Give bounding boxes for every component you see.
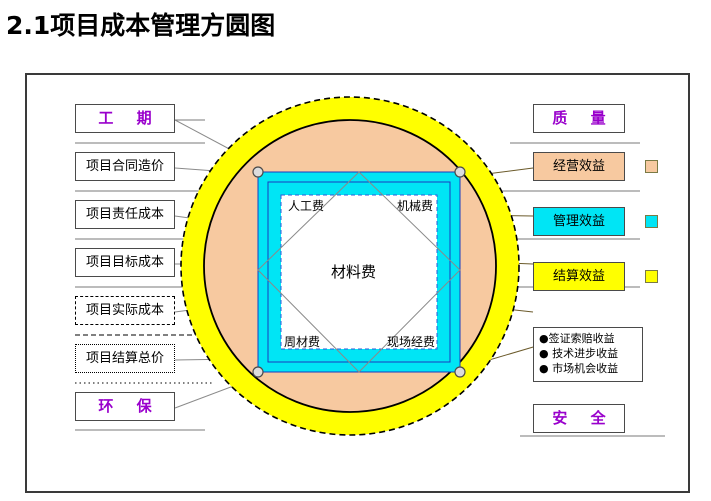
swatch-settlement-benefit	[645, 270, 658, 283]
left-box-environment-label: 环 保	[98, 397, 161, 415]
right-box-quality[interactable]: 质 量	[533, 104, 625, 133]
right-box-safety[interactable]: 安 全	[533, 404, 625, 433]
left-box-responsibility-cost-label: 项目责任成本	[85, 207, 164, 222]
swatch-operating-benefit	[645, 160, 658, 173]
left-box-settlement-total-label: 项目结算总价	[85, 351, 164, 366]
right-box-quality-label: 质 量	[552, 109, 615, 127]
left-box-target-cost-label: 项目目标成本	[85, 255, 164, 270]
right-box-settlement-benefit[interactable]: 结算效益	[533, 262, 625, 291]
swatch-management-benefit	[645, 215, 658, 228]
right-box-safety-label: 安 全	[552, 409, 615, 427]
bullet-item-1: ● 技术进步收益	[539, 347, 619, 360]
left-box-contract-price[interactable]: 项目合同造价	[75, 152, 175, 181]
bullet-item-2: ● 市场机会收益	[539, 362, 619, 375]
left-box-duration[interactable]: 工 期	[75, 104, 175, 133]
left-box-responsibility-cost[interactable]: 项目责任成本	[75, 200, 175, 229]
right-box-settlement-benefit-label: 结算效益	[552, 269, 605, 284]
left-box-duration-label: 工 期	[98, 109, 161, 127]
left-box-environment[interactable]: 环 保	[75, 392, 175, 421]
bullet-item-0: ●签证索赔收益	[539, 332, 615, 345]
right-box-operating-benefit-label: 经营效益	[552, 159, 605, 174]
left-box-actual-cost[interactable]: 项目实际成本	[75, 296, 175, 325]
benefit-bullet-list: ●签证索赔收益 ● 技术进步收益 ● 市场机会收益	[533, 327, 643, 382]
page-title: 2.1项目成本管理方圆图	[6, 11, 276, 40]
right-box-management-benefit-label: 管理效益	[552, 214, 605, 229]
left-box-target-cost[interactable]: 项目目标成本	[75, 248, 175, 277]
right-box-management-benefit[interactable]: 管理效益	[533, 207, 625, 236]
left-box-contract-price-label: 项目合同造价	[85, 159, 164, 174]
left-box-actual-cost-label: 项目实际成本	[85, 303, 164, 318]
right-box-operating-benefit[interactable]: 经营效益	[533, 152, 625, 181]
left-box-settlement-total[interactable]: 项目结算总价	[75, 344, 175, 373]
